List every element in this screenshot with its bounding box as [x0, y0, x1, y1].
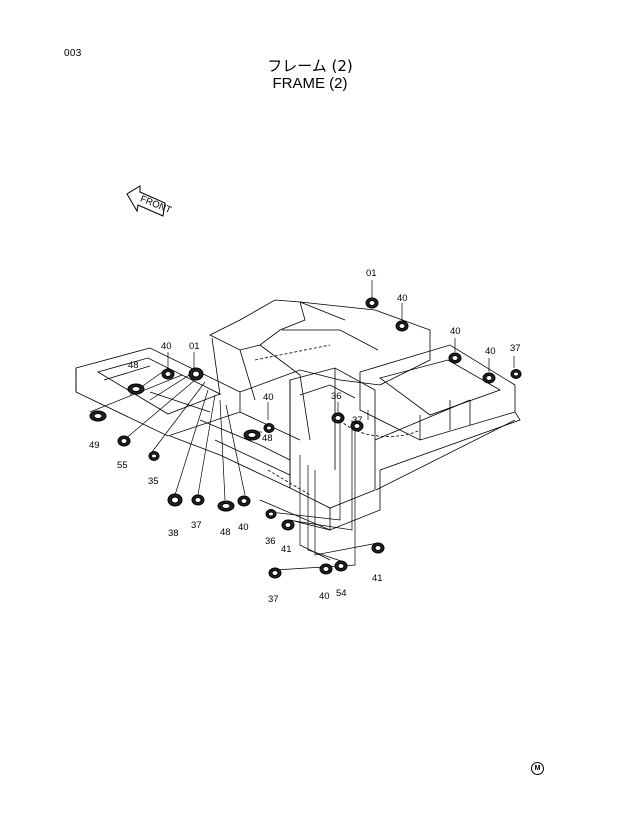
callout-label: 55	[117, 460, 128, 471]
grommet-icon	[263, 423, 275, 433]
callout-label: 41	[281, 544, 292, 555]
grommet-icon	[191, 494, 205, 506]
grommet-icon	[319, 563, 333, 575]
callout-label: 54	[336, 588, 347, 599]
callout-label: 38	[168, 528, 179, 539]
callout-label: 37	[352, 415, 363, 426]
grommet-icon	[350, 420, 364, 432]
callout-labels: 01 40 40 40 37 40 01 48 40 48 36 37 49 5…	[89, 268, 521, 605]
grommet-icon	[331, 412, 345, 424]
callout-label: 40	[450, 326, 461, 337]
callout-label: 40	[263, 392, 274, 403]
grommet-icon	[217, 500, 235, 512]
callout-label: 41	[372, 573, 383, 584]
callout-label: 35	[148, 476, 159, 487]
callout-label: 48	[262, 433, 273, 444]
grommet-icon	[237, 495, 251, 507]
front-arrow-icon: FRONT	[126, 185, 173, 217]
callout-label: 40	[238, 522, 249, 533]
grommet-icon	[117, 435, 131, 447]
corner-mark-icon: M	[531, 762, 544, 775]
callout-label: 37	[510, 343, 521, 354]
callout-label: 37	[268, 594, 279, 605]
callout-label: 36	[265, 536, 276, 547]
grommet-icon	[161, 368, 175, 380]
callout-label: 01	[366, 268, 377, 279]
grommet-icon	[371, 542, 385, 554]
grommet-icon	[395, 320, 409, 332]
grommet-icon	[167, 493, 183, 507]
grommet-icon	[334, 560, 348, 572]
parts	[89, 297, 522, 579]
callout-label: 40	[485, 346, 496, 357]
callout-label: 36	[331, 391, 342, 402]
callout-label: 40	[319, 591, 330, 602]
grommet-icon	[268, 567, 282, 579]
grommet-icon	[265, 509, 277, 519]
grommet-icon	[148, 451, 160, 461]
callout-label: 48	[220, 527, 231, 538]
grommet-icon	[188, 367, 204, 381]
callout-label: 49	[89, 440, 100, 451]
grommet-icon	[448, 352, 462, 364]
grommet-icon	[510, 369, 522, 379]
grommet-icon	[365, 297, 379, 309]
grommet-icon	[243, 429, 261, 441]
title-japanese: フレーム (2)	[267, 57, 353, 75]
grommet-icon	[89, 410, 107, 422]
callout-label: 48	[128, 360, 139, 371]
grommet-icon	[127, 383, 145, 395]
callout-label: 40	[161, 341, 172, 352]
callout-label: 37	[191, 520, 202, 531]
page-number: 003	[64, 48, 82, 59]
callout-label: 01	[189, 341, 200, 352]
grommet-icon	[281, 519, 295, 531]
grommet-icon	[482, 372, 496, 384]
callout-label: 40	[397, 293, 408, 304]
title-english: FRAME (2)	[272, 75, 348, 92]
